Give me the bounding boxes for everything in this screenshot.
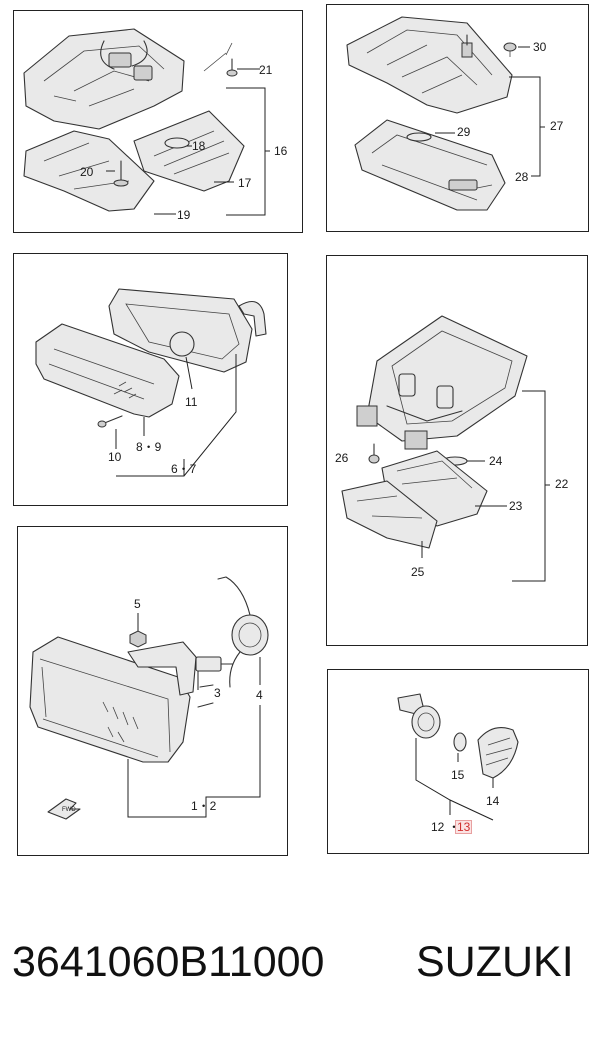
callout-1-2: 1・2 <box>191 799 217 813</box>
callout-27: 27 <box>550 119 564 133</box>
callout-15: 15 <box>451 768 465 782</box>
panel-dome-lamp: 30 27 29 28 <box>326 4 589 232</box>
callout-24: 24 <box>489 454 503 468</box>
callout-21: 21 <box>259 63 273 77</box>
callout-6-7: 6・7 <box>171 462 197 476</box>
callout-23: 23 <box>509 499 523 513</box>
callout-22: 22 <box>555 477 569 491</box>
callout-13-highlighted: 13 <box>454 820 473 834</box>
panel-map-lamp: 21 16 18 17 20 19 <box>13 10 303 233</box>
callout-19: 19 <box>177 208 191 222</box>
callout-30: 30 <box>533 40 547 54</box>
fwd-arrow-text: FWD <box>62 807 76 813</box>
callout-16: 16 <box>274 144 288 158</box>
panel-center-console-lamp: 26 24 22 23 25 <box>326 255 588 646</box>
callout-8-9: 8・9 <box>136 440 162 454</box>
dome-lamp-illustration <box>346 16 545 211</box>
fog-lamp-illustration: FWD <box>29 576 269 820</box>
callout-3: 3 <box>214 686 221 700</box>
panel-fog-lamp: FWD 5 3 4 1・2 <box>17 526 288 856</box>
panel-side-marker-lamp: 15 14 12 ・ 13 <box>327 669 589 854</box>
callout-11: 11 <box>185 395 198 409</box>
console-lamp-illustration <box>341 315 550 582</box>
callout-4: 4 <box>256 688 263 702</box>
turn-signal-illustration <box>35 288 267 477</box>
callout-14: 14 <box>486 794 500 808</box>
brand-name: SUZUKI <box>416 938 574 986</box>
callout-25: 25 <box>411 565 425 579</box>
part-number: 3641060B11000 <box>12 938 325 986</box>
map-lamp-illustration <box>23 28 270 216</box>
callout-20: 20 <box>80 165 94 179</box>
callout-17: 17 <box>238 176 252 190</box>
panel-front-turn-signal: 11 8・9 10 6・7 <box>13 253 288 506</box>
callout-5: 5 <box>134 597 141 611</box>
callout-29: 29 <box>457 125 471 139</box>
callout-10: 10 <box>108 450 122 464</box>
callout-12: 12 <box>431 820 445 834</box>
callout-26: 26 <box>335 451 349 465</box>
side-marker-illustration <box>397 693 519 821</box>
callout-28: 28 <box>515 170 529 184</box>
callout-18: 18 <box>192 139 206 153</box>
